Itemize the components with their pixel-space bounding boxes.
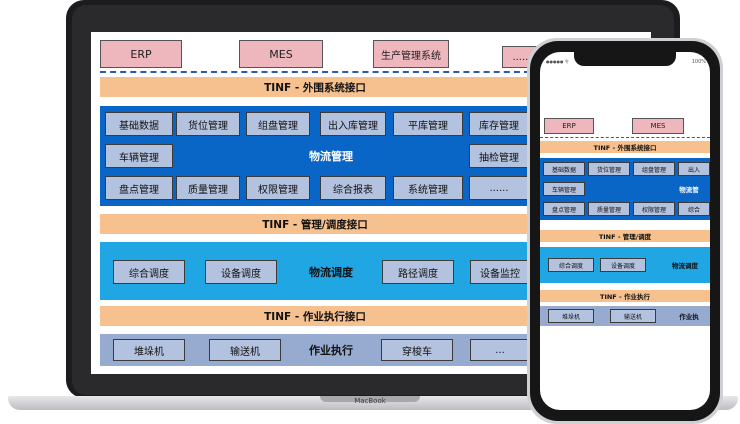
phone-system-erp[interactable]: ERP	[544, 118, 594, 134]
operation-execution-label: 作业执行	[309, 344, 353, 357]
module-conveyor[interactable]: 输送机	[209, 339, 281, 361]
phone-module-stocktake[interactable]: 盘点管理	[543, 202, 585, 216]
module-permission-management[interactable]: 权限管理	[246, 176, 310, 200]
module-stocktake[interactable]: 盘点管理	[105, 176, 173, 200]
phone-module-inout[interactable]: 出入	[678, 162, 710, 176]
phone-module-stacker[interactable]: 堆垛机	[548, 309, 594, 323]
phone-module-equipment-dispatch[interactable]: 设备调度	[600, 258, 646, 272]
phone-module-pallet[interactable]: 组盘管理	[633, 162, 675, 176]
phone-status-signal: ●●●●● 令	[546, 59, 569, 64]
module-quality-management[interactable]: 质量管理	[176, 176, 240, 200]
phone-status-battery: 100%	[691, 59, 706, 65]
module-equipment-monitor[interactable]: 设备监控	[470, 260, 530, 284]
phone-module-location[interactable]: 货位管理	[588, 162, 630, 176]
module-system-management[interactable]: 系统管理	[393, 176, 463, 200]
phone-module-vehicle[interactable]: 车辆管理	[543, 182, 585, 196]
module-reports[interactable]: 综合报表	[320, 176, 386, 200]
phone-logistics-label: 物流管	[679, 186, 699, 194]
system-production-management[interactable]: 生产管理系统	[373, 40, 449, 68]
phone-notch	[574, 52, 676, 66]
module-stacker-crane[interactable]: 堆垛机	[113, 339, 185, 361]
module-more-equipment[interactable]: ...	[470, 339, 530, 361]
logistics-dispatch-label: 物流调度	[309, 266, 353, 279]
phone-dispatch-label: 物流调度	[672, 262, 698, 270]
phone-module-permission[interactable]: 权限管理	[633, 202, 675, 216]
phone-module-reports[interactable]: 综合	[678, 202, 710, 216]
module-basic-data[interactable]: 基础数据	[105, 112, 173, 136]
module-shuttle[interactable]: 穿梭车	[381, 339, 453, 361]
phone-module-conveyor[interactable]: 输送机	[610, 309, 656, 323]
phone-interface-external: TINF - 外围系统接口	[540, 141, 710, 153]
phone-module-integrated-dispatch[interactable]: 综合调度	[548, 258, 594, 272]
phone-divider	[540, 137, 710, 138]
laptop-hinge-notch	[320, 396, 420, 402]
module-integrated-dispatch[interactable]: 综合调度	[113, 260, 185, 284]
phone-screen: ●●●●● 令 100% ERP MES TINF - 外围系统接口 基础数据 …	[540, 52, 710, 410]
phone-module-basic-data[interactable]: 基础数据	[543, 162, 585, 176]
interface-execution: TINF - 作业执行接口	[100, 306, 530, 326]
module-equipment-dispatch[interactable]: 设备调度	[205, 260, 277, 284]
laptop-brand: MacBook	[354, 397, 386, 405]
phone-system-mes[interactable]: MES	[632, 118, 684, 134]
interface-management-dispatch: TINF - 管理/调度接口	[100, 214, 530, 234]
system-erp[interactable]: ERP	[100, 40, 182, 68]
module-location-management[interactable]: 货位管理	[176, 112, 240, 136]
module-more[interactable]: ......	[469, 176, 529, 200]
module-path-dispatch[interactable]: 路径调度	[382, 260, 454, 284]
interface-external-systems: TINF - 外围系统接口	[100, 77, 530, 97]
phone-module-quality[interactable]: 质量管理	[588, 202, 630, 216]
module-sampling-inspection[interactable]: 抽检管理	[469, 144, 529, 168]
phone-interface-execution: TINF - 作业执行	[540, 290, 710, 302]
module-inventory-management[interactable]: 库存管理	[469, 112, 529, 136]
phone-execution-label: 作业执	[679, 313, 699, 321]
module-inout-management[interactable]: 出入库管理	[320, 112, 386, 136]
divider-dashed	[100, 71, 530, 73]
logistics-management-label: 物流管理	[309, 150, 353, 163]
module-vehicle-management[interactable]: 车辆管理	[105, 144, 173, 168]
module-pallet-management[interactable]: 组盘管理	[246, 112, 310, 136]
phone-interface-dispatch: TINF - 管理/调度	[540, 230, 710, 242]
system-mes[interactable]: MES	[239, 40, 323, 68]
module-flat-warehouse[interactable]: 平库管理	[393, 112, 463, 136]
